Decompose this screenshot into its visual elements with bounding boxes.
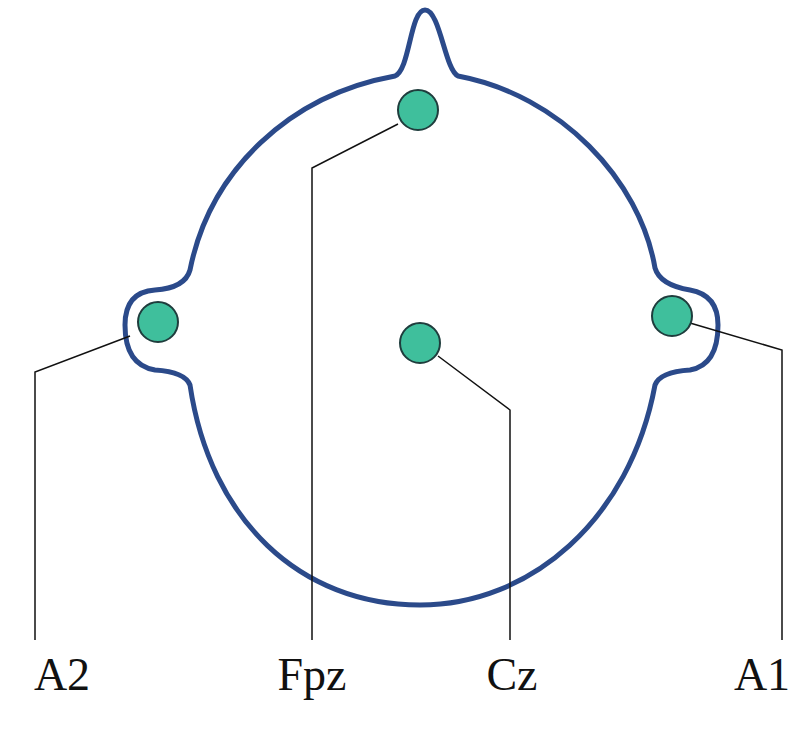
- leader-line: [690, 323, 782, 640]
- electrode-label: Cz: [486, 652, 537, 698]
- electrode-label: A1: [734, 652, 790, 698]
- electrode-label: Fpz: [278, 652, 347, 698]
- electrode: [652, 296, 692, 336]
- leader-line: [35, 336, 130, 640]
- electrode: [138, 302, 178, 342]
- electrode-label: A2: [34, 652, 90, 698]
- leader-line: [438, 356, 510, 640]
- electrode: [400, 323, 440, 363]
- head-outline: [125, 10, 718, 605]
- electrode: [398, 90, 438, 130]
- leader-line: [312, 124, 398, 640]
